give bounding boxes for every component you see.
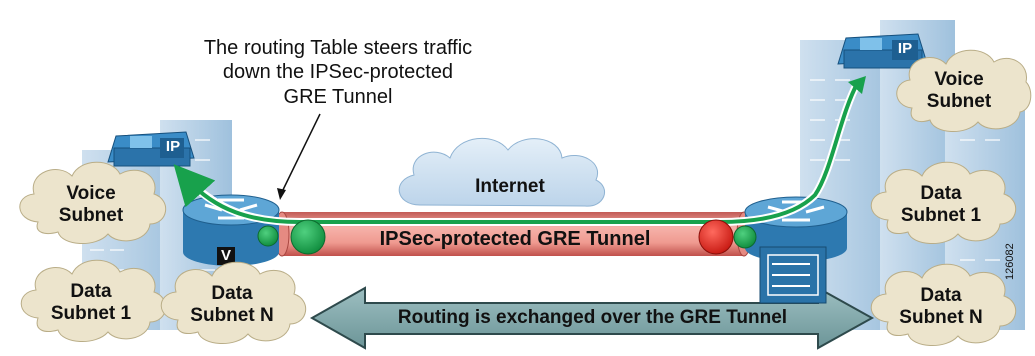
left-phone-label: IP <box>165 138 181 155</box>
right-data-subnet-n-cloud <box>870 263 1016 347</box>
right-data-subnet-1-cloud <box>870 161 1016 245</box>
right-voice-subnet-cloud <box>896 49 1032 133</box>
left-data-subnet-1-label: Data Subnet 1 <box>50 281 132 324</box>
annotation-line-3: GRE Tunnel <box>283 85 393 108</box>
routing-double-arrow <box>309 286 875 350</box>
annotation-line-2: down the IPSec-protected <box>222 61 454 84</box>
tunnel-endpoint-dot-left-small <box>257 225 279 247</box>
annotation-line-1: The routing Table steers traffic <box>203 37 473 59</box>
firewall-icon <box>759 246 827 304</box>
tunnel-endpoint-dot-right-red <box>698 219 734 255</box>
right-data-subnet-1-label: Data Subnet 1 <box>900 183 982 226</box>
annotation-text: The routing Table steers traffic down th… <box>158 36 518 109</box>
figure-id: 126082 <box>1004 243 1016 280</box>
left-data-subnet-n-label: Data Subnet N <box>190 283 274 326</box>
internet-cloud <box>398 137 606 207</box>
left-router-badge: V <box>220 247 231 264</box>
tunnel-label: IPSec-protected GRE Tunnel <box>379 228 651 250</box>
left-voice-subnet-label: Voice Subnet <box>58 183 124 226</box>
internet-label: Internet <box>475 176 545 197</box>
right-data-subnet-n-label: Data Subnet N <box>899 285 983 328</box>
tunnel-endpoint-dot-right <box>733 225 757 249</box>
right-voice-subnet-label: Voice Subnet <box>926 69 992 112</box>
routing-label: Routing is exchanged over the GRE Tunnel <box>397 307 788 328</box>
tunnel-endpoint-dot-left <box>290 219 326 255</box>
left-data-subnet-1-cloud <box>20 259 166 343</box>
left-ip-phone-icon <box>107 131 195 167</box>
left-data-subnet-n-cloud <box>160 261 306 345</box>
right-phone-label: IP <box>897 40 913 57</box>
annotation-pointer <box>279 113 321 197</box>
traffic-path-arrowhead-right <box>848 76 866 94</box>
right-ip-phone-icon <box>837 33 927 69</box>
traffic-path-arrow-line <box>173 81 860 224</box>
left-voice-subnet-cloud <box>19 161 166 245</box>
